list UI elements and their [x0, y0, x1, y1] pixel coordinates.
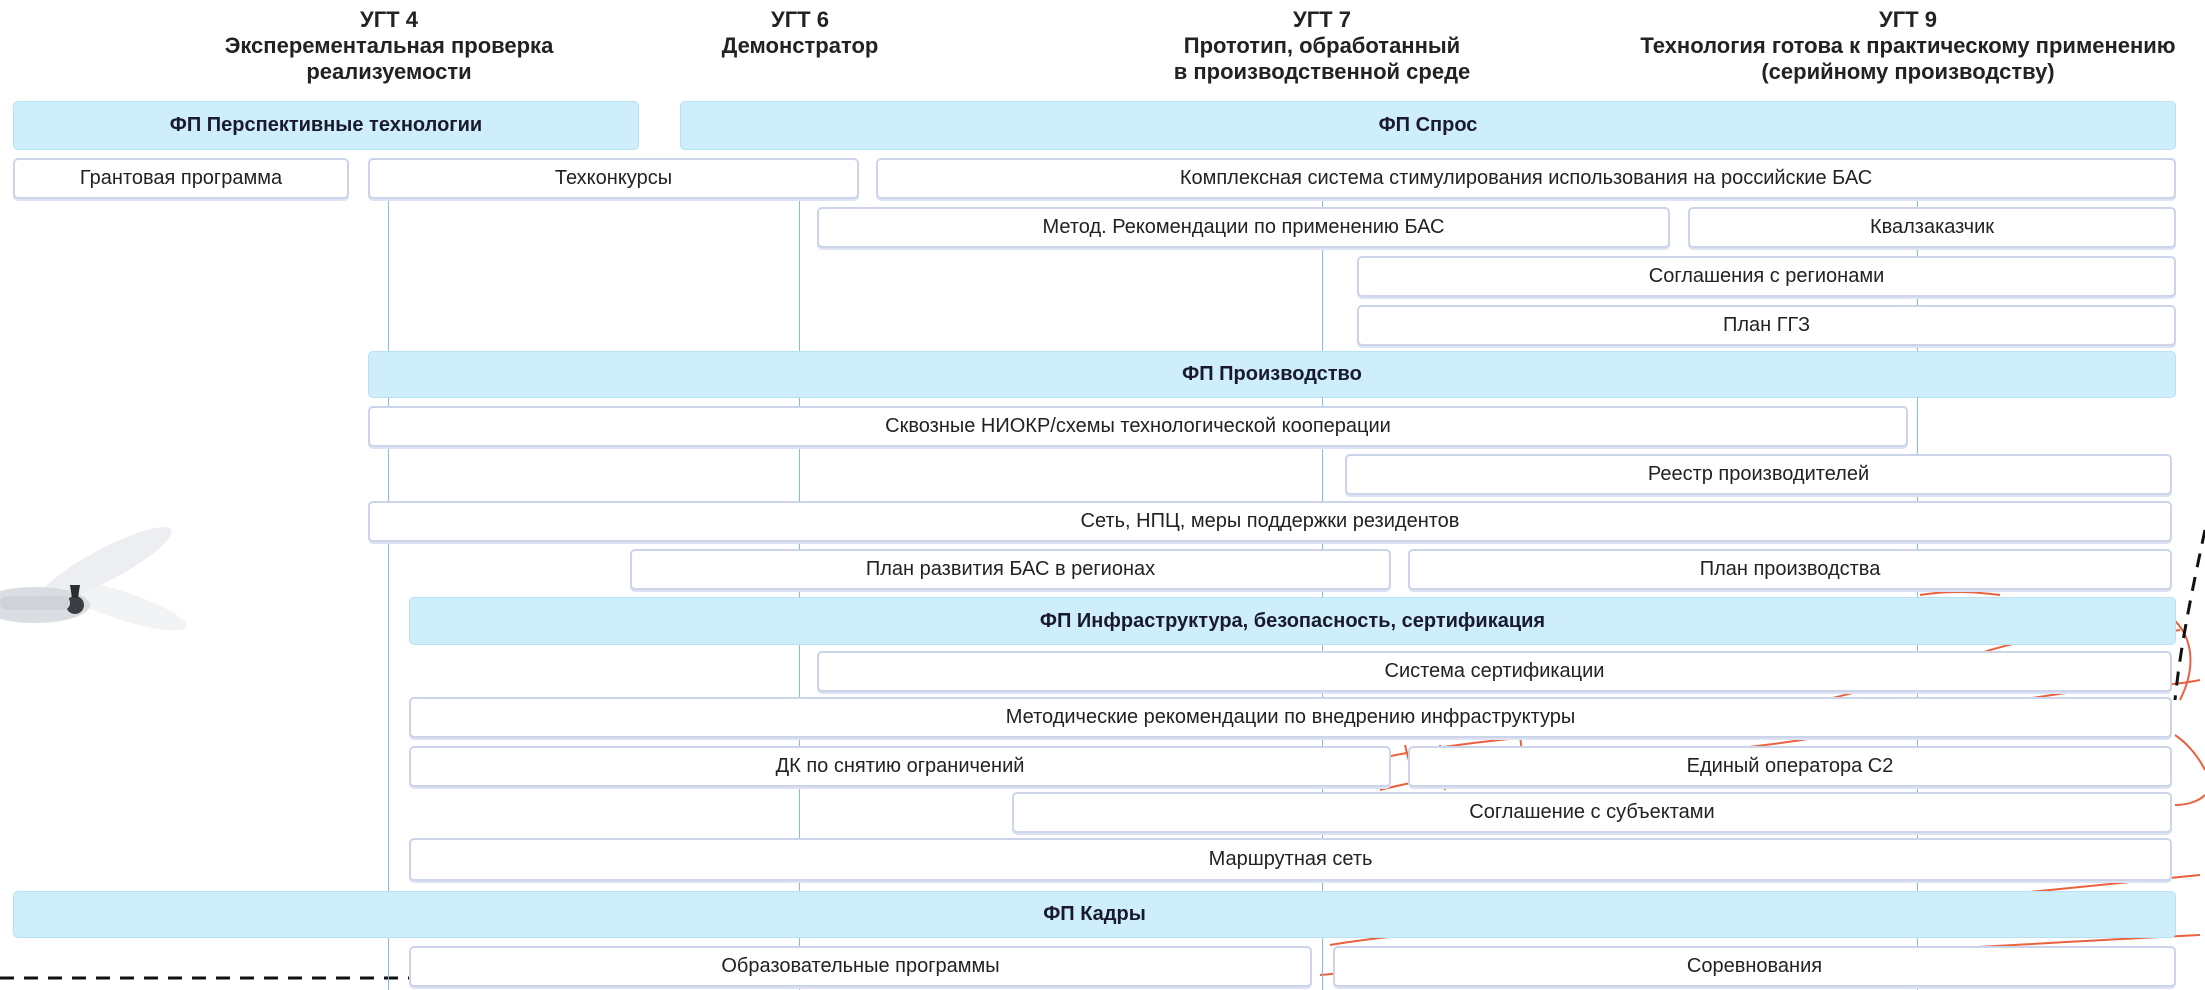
level-description: Технология готова к практическому примен…	[1640, 33, 2176, 58]
item-competitions: Соревнования	[1333, 946, 2176, 987]
item-manufacturers-registry: Реестр производителей	[1345, 454, 2172, 495]
item-subjects-agreement: Соглашение с субъектами	[1012, 792, 2172, 833]
level-header-ugt6: УГТ 6 Демонстратор	[650, 7, 950, 59]
item-certification-system: Система сертификации	[817, 651, 2172, 692]
item-dk-restrictions: ДК по снятию ограничений	[409, 746, 1391, 787]
level-title: УГТ 9	[1879, 7, 1937, 32]
level-title: УГТ 6	[771, 7, 829, 32]
ugt6-guide-line	[799, 195, 800, 990]
level-header-ugt9: УГТ 9 Технология готова к практическому …	[1608, 7, 2205, 85]
level-description: Прототип, обработанный	[1183, 33, 1461, 58]
item-ggz-plan: План ГГЗ	[1357, 305, 2176, 346]
item-niokr: Сквозные НИОКР/схемы технологической коо…	[368, 406, 1908, 447]
item-complex-stimulation: Комплексная система стимулирования испол…	[876, 158, 2176, 199]
drone-propeller-icon	[0, 527, 187, 631]
item-grant-program: Грантовая программа	[13, 158, 349, 199]
item-route-network: Маршрутная сеть	[409, 838, 2172, 881]
item-unified-operator: Единый оператора С2	[1408, 746, 2172, 787]
item-education-programs: Образовательные программы	[409, 946, 1312, 987]
ugt9-guide-line	[1917, 195, 1918, 990]
level-description: в производственной среде	[1173, 59, 1471, 84]
level-header-ugt4: УГТ 4 Эксперементальная проверка реализу…	[189, 7, 589, 85]
band-perspective-technologies: ФП Перспективные технологии	[13, 101, 639, 150]
level-title: УГТ 4	[360, 7, 418, 32]
level-description: (серийному производству)	[1761, 59, 2055, 84]
level-description: Демонстратор	[721, 33, 879, 58]
item-production-plan: План производства	[1408, 549, 2172, 590]
ugt4-guide-line	[388, 195, 389, 990]
item-regions-agreements: Соглашения с регионами	[1357, 256, 2176, 297]
ugt7-guide-line	[1322, 195, 1323, 990]
item-tech-contests: Техконкурсы	[368, 158, 859, 199]
item-infrastructure-method: Методические рекомендации по внедрению и…	[409, 697, 2172, 738]
level-description: реализуемости	[306, 59, 472, 84]
level-title: УГТ 7	[1293, 7, 1351, 32]
level-header-ugt7: УГТ 7 Прототип, обработанный в производс…	[1122, 7, 1522, 85]
item-regional-plan: План развития БАС в регионах	[630, 549, 1391, 590]
item-qualified-customer: Квалзаказчик	[1688, 207, 2176, 248]
level-description: Эксперементальная проверка	[224, 33, 554, 58]
band-production: ФП Производство	[368, 351, 2176, 398]
item-network-support: Сеть, НПЦ, меры поддержки резидентов	[368, 501, 2172, 542]
band-demand: ФП Спрос	[680, 101, 2176, 150]
band-staff: ФП Кадры	[13, 891, 2176, 938]
band-infrastructure: ФП Инфраструктура, безопасность, сертифи…	[409, 597, 2176, 645]
item-method-recommendations: Метод. Рекомендации по применению БАС	[817, 207, 1670, 248]
